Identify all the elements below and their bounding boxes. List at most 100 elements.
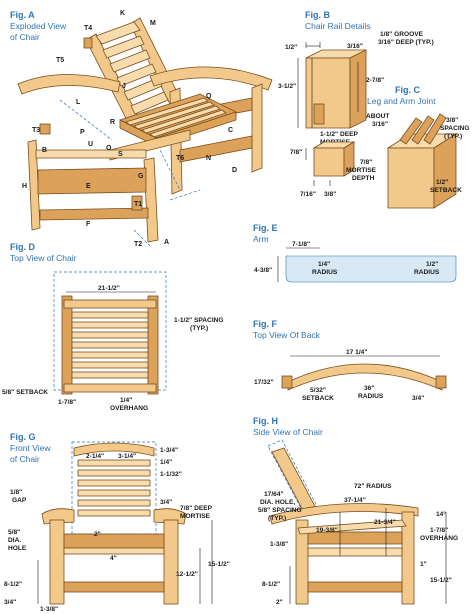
fig-g-dim-15-1-2: 15-1/2"	[208, 561, 230, 568]
fig-d-dim-width: 21-1/2"	[98, 285, 120, 292]
fig-h: Fig. H Side View of Chair 72" RADIUS 17/…	[253, 416, 458, 606]
fig-e-dim-length: 7-1/8"	[292, 241, 310, 248]
label-p: P	[80, 129, 85, 136]
fig-h-dim-37-1-4: 37-1/4"	[344, 497, 366, 504]
right-arm	[149, 66, 273, 91]
fig-f-dim-width: 17 1/4"	[346, 349, 367, 356]
label-e: E	[86, 183, 91, 190]
fig-g-dim-12-1-2: 12-1/2"	[176, 571, 198, 578]
fig-g-gap-line2: GAP	[12, 497, 27, 504]
fig-e-radius2-line1: 1/2"	[426, 261, 438, 268]
fig-g-dim-1-3-4: 1-3/4"	[160, 447, 178, 454]
fig-a-number: Fig. A	[10, 10, 35, 20]
label-t1: T1	[134, 201, 142, 208]
fig-b-dim-2: 3/16"	[347, 43, 363, 50]
seat-slats	[118, 93, 238, 147]
fig-c-spacing-line1: 3/8"	[446, 117, 458, 124]
fig-g-dim-3-4-bottom: 3/4"	[4, 599, 16, 606]
label-j: J	[122, 83, 126, 90]
fig-d-dim-1-7-8: 1-7/8"	[58, 399, 76, 406]
fig-h-hole-line3: 5/8" SPACING	[258, 507, 302, 514]
fig-g-title-line2: of Chair	[10, 454, 40, 464]
label-s: S	[118, 151, 123, 158]
label-n: N	[206, 155, 211, 162]
label-k: K	[120, 10, 125, 17]
fig-f-dim-3-4: 3/4"	[412, 395, 424, 402]
label-f: F	[86, 221, 91, 228]
fig-g-number: Fig. G	[10, 432, 36, 442]
fig-c-spacing-line3: (TYP.)	[444, 133, 462, 140]
chair-back	[85, 17, 181, 127]
fig-h-overhang-line1: 1-7/8"	[430, 527, 448, 534]
fig-b-groove-line1: 1/8" GROOVE	[380, 31, 424, 38]
fig-c: Fig. C Leg and Arm Joint ABOUT 3/16" 3/8…	[366, 85, 470, 209]
fig-b-dim-9: 7/16"	[300, 191, 316, 198]
fig-g-dim-1-3-8: 1-3/8"	[40, 606, 58, 613]
fig-g-dim-8-1-2: 8-1/2"	[4, 581, 22, 588]
label-a: A	[164, 239, 169, 246]
fig-g-dim-3-4: 3/4"	[160, 499, 172, 506]
fig-a-title-line2: of Chair	[10, 32, 40, 42]
fig-g-hole-line2: DIA.	[8, 537, 21, 544]
label-u: U	[88, 141, 93, 148]
label-l: L	[76, 99, 81, 106]
fig-b-number: Fig. B	[305, 10, 330, 20]
fig-g-dim-3-1-4: 3-1/4"	[118, 453, 136, 460]
fig-h-hole-line4: (TYP.)	[268, 515, 286, 522]
fig-g-dim-4: 4"	[110, 555, 117, 562]
fig-b-groove-line2: 3/16" DEEP (TYP.)	[378, 39, 434, 46]
fig-d-number: Fig. D	[10, 242, 35, 252]
fig-f: Fig. F Top View Of Back 17 1/4" 17/32" 5…	[253, 319, 447, 402]
fig-b-dim-5: 2-7/8"	[366, 77, 384, 84]
fig-e-radius1-line1: 1/4"	[318, 261, 330, 268]
label-t6: T6	[176, 155, 184, 162]
fig-g-dim-2-1-4: 2-1/4"	[86, 453, 104, 460]
fig-h-hole-line1: 17/64"	[264, 491, 284, 498]
fig-h-number: Fig. H	[253, 416, 278, 426]
fig-e-radius1-line2: RADIUS	[312, 269, 338, 276]
label-t4: T4	[84, 25, 92, 32]
fig-d-spacing-line2: (TYP.)	[190, 325, 208, 332]
fig-g-dim-2: 2"	[94, 531, 101, 538]
label-g: G	[138, 173, 144, 180]
fig-b-depth-line2: MORTISE	[346, 167, 377, 174]
fig-a-title-line1: Exploded View	[10, 21, 67, 31]
fig-f-radius-line1: 36"	[364, 385, 374, 392]
fig-f-setback-line2: SETBACK	[302, 395, 334, 402]
fig-d-overhang-line1: 1/4"	[120, 397, 132, 404]
fig-b-dim-1: 1/2"	[285, 44, 297, 51]
fig-f-title: Top View Of Back	[253, 330, 321, 340]
fig-b-depth-line3: DEPTH	[352, 175, 375, 182]
fig-c-number: Fig. C	[395, 85, 420, 95]
fig-h-overhang-line2: OVERHANG	[420, 535, 458, 542]
fig-h-title: Side View of Chair	[253, 427, 323, 437]
fig-d-overhang-line2: OVERHANG	[110, 405, 148, 412]
fig-d-title: Top View of Chair	[10, 253, 77, 263]
fig-f-number: Fig. F	[253, 319, 277, 329]
fig-b: Fig. B Chair Rail Details 1/2" 3/16" 1/8…	[278, 10, 434, 198]
label-m: M	[150, 20, 156, 27]
block-t1	[131, 195, 143, 211]
block-t3	[39, 123, 51, 135]
label-h: H	[22, 183, 27, 190]
left-arm	[17, 74, 121, 95]
fig-e-number: Fig. E	[253, 223, 278, 233]
left-side-frame	[27, 139, 159, 243]
block-t4	[83, 37, 93, 49]
label-o: O	[106, 145, 112, 152]
label-t3: T3	[32, 127, 40, 134]
fig-c-setback-line2: SETBACK	[430, 187, 462, 194]
fig-h-dim-2: 2"	[276, 599, 283, 606]
label-q: Q	[206, 93, 212, 100]
label-t2: T2	[134, 241, 142, 248]
fig-f-radius-line2: RADIUS	[358, 393, 384, 400]
fig-g-gap-line1: 1/8"	[10, 489, 22, 496]
label-t5: T5	[56, 57, 64, 64]
fig-g-dim-1-4: 1/4"	[160, 459, 172, 466]
fig-g-hole-line3: HOLE	[8, 545, 27, 552]
fig-g-dim-1-1-32: 1-1/32"	[160, 471, 182, 478]
fig-e-radius2-line2: RADIUS	[414, 269, 440, 276]
fig-h-dim-1: 1"	[420, 561, 427, 568]
fig-d-spacing-line1: 1-1/2" SPACING	[174, 317, 224, 324]
